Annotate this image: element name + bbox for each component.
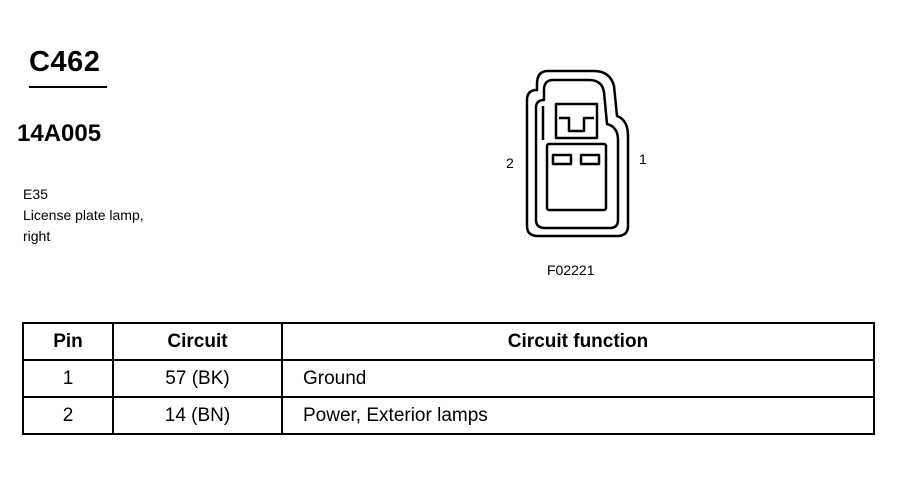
cell-circuit: 57 (BK) — [112, 359, 283, 398]
figure-code: F02221 — [547, 262, 595, 278]
pin-window-1 — [579, 153, 601, 166]
header-circuit-function: Circuit function — [281, 322, 875, 361]
connector-housing-outer — [525, 69, 630, 238]
cell-pin: 2 — [22, 396, 114, 435]
pin-1-label: 1 — [639, 151, 647, 167]
locking-tab-frame — [554, 102, 599, 140]
cell-pin: 1 — [22, 359, 114, 398]
table-header-row: Pin Circuit Circuit function — [22, 322, 875, 361]
pin-2-label: 2 — [506, 155, 514, 171]
connector-housing-inner — [534, 78, 620, 230]
component-description-line2: right — [23, 228, 51, 244]
cell-circuit: 14 (BN) — [112, 396, 283, 435]
locking-tab — [559, 116, 594, 133]
terminal-cavity — [545, 142, 608, 212]
part-number: 14A005 — [17, 120, 102, 147]
header-circuit: Circuit — [112, 322, 283, 361]
table-row: 2 14 (BN) Power, Exterior lamps — [22, 396, 875, 435]
connector-id: C462 — [29, 46, 101, 78]
cell-function: Power, Exterior lamps — [281, 396, 875, 435]
table-row: 1 57 (BK) Ground — [22, 359, 875, 398]
component-description-line1: License plate lamp, — [23, 207, 144, 223]
connector-id-underline — [29, 86, 107, 88]
header-pin: Pin — [22, 322, 114, 361]
pin-window-2 — [551, 153, 573, 166]
cell-function: Ground — [281, 359, 875, 398]
component-code: E35 — [23, 186, 48, 202]
pinout-table: Pin Circuit Circuit function 1 57 (BK) G… — [22, 322, 875, 435]
